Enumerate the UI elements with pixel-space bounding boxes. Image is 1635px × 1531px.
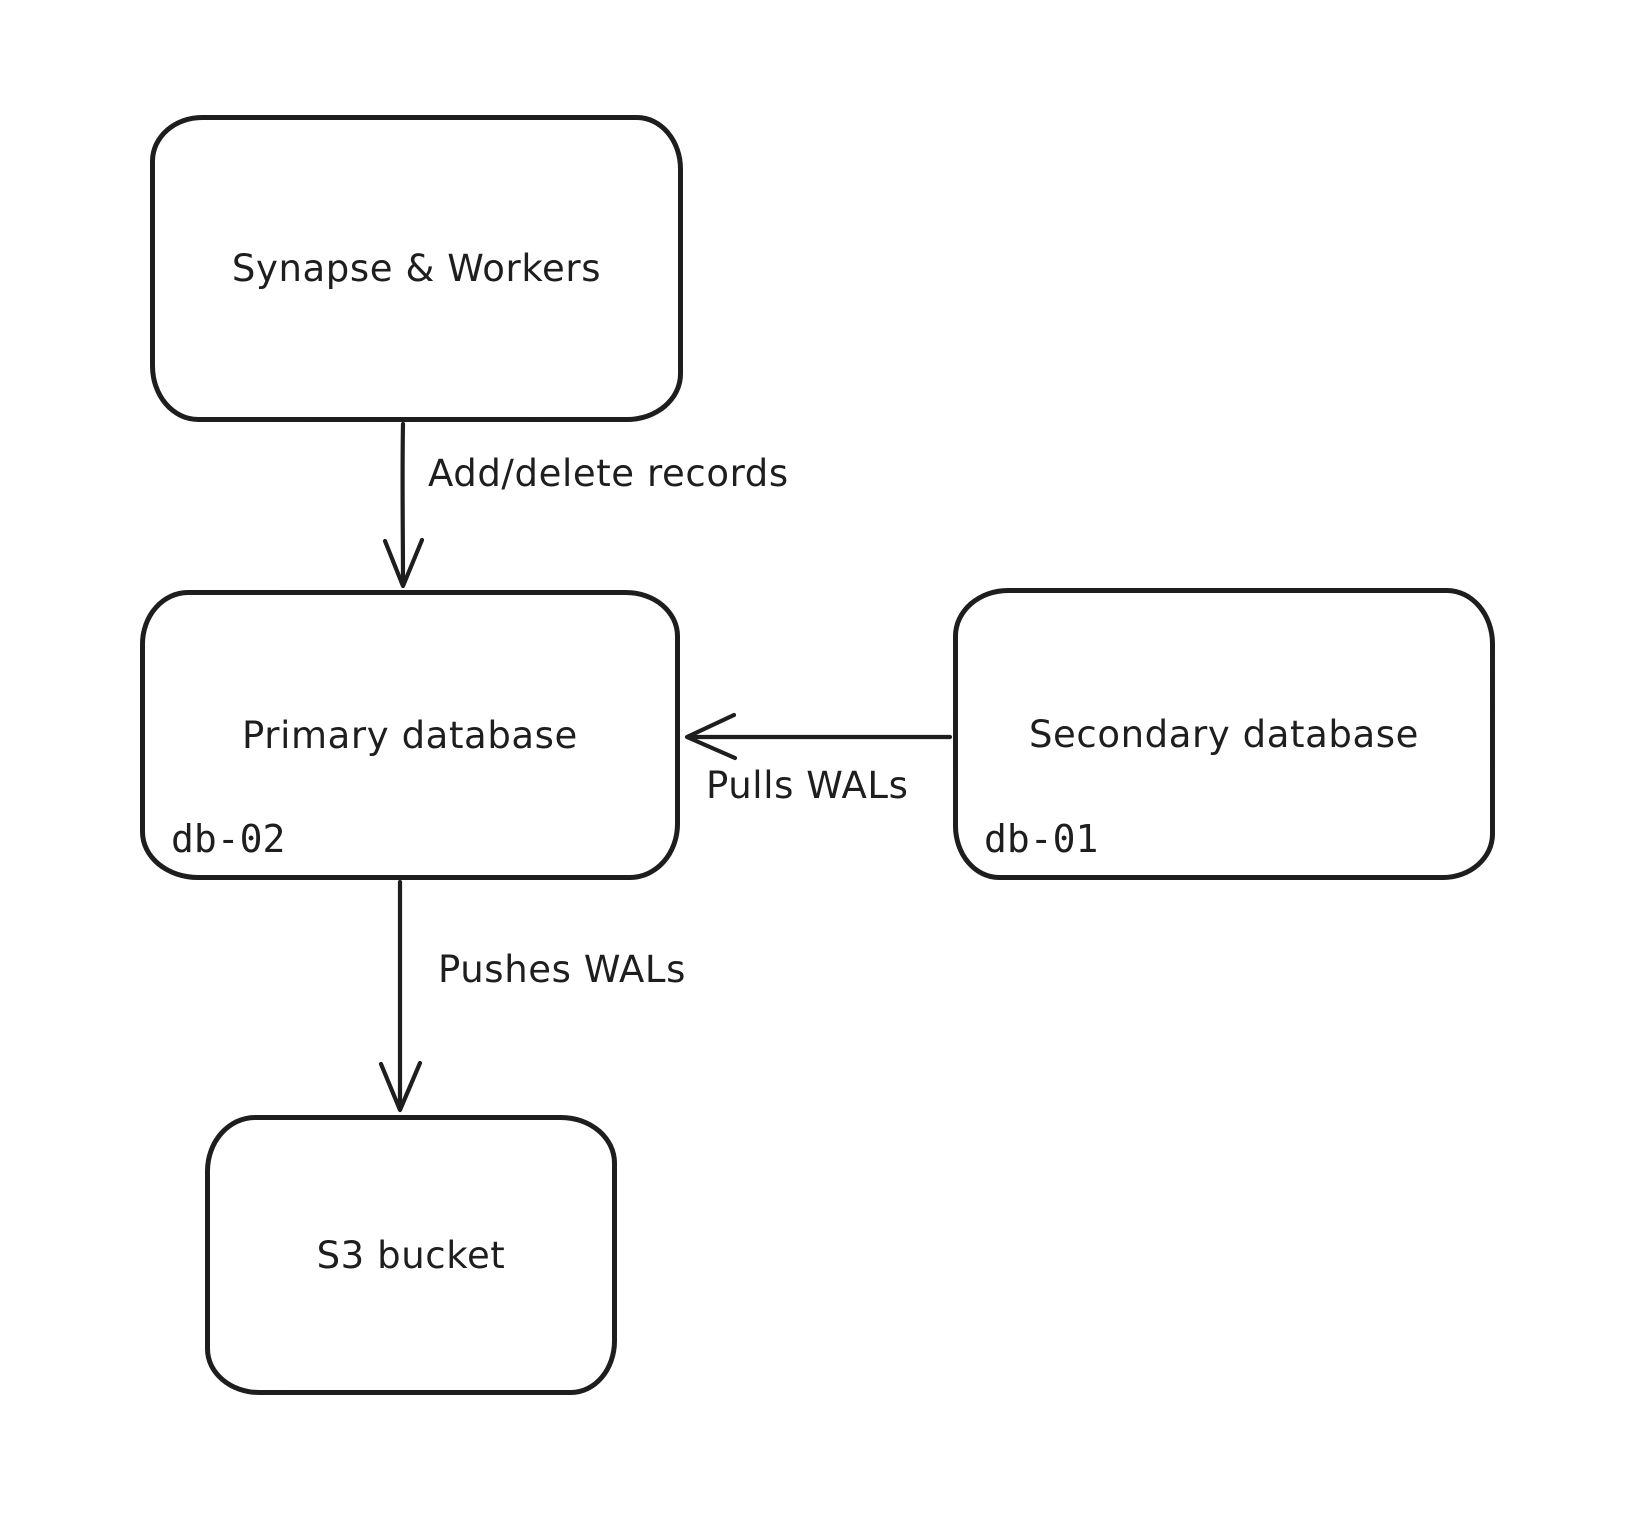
node-synapse-workers: Synapse & Workers [150,115,683,422]
node-label: Secondary database [1028,712,1420,756]
arrow-head-down-icon [378,1060,423,1113]
node-secondary-database: Secondary database db-01 [953,588,1495,880]
node-label: Primary database [242,713,578,757]
node-hostname-label: db-01 [984,817,1099,861]
edge-label-pulls-wals: Pulls WALs [706,764,909,807]
node-hostname-label: db-02 [171,817,286,861]
edge-label-pushes-wals: Pushes WALs [438,948,687,991]
node-s3-bucket: S3 bucket [205,1115,617,1395]
arrow-head-down-icon [382,537,425,589]
edge-label-add-delete-records: Add/delete records [428,452,789,495]
arrow-head-left-icon [684,712,738,761]
arrow-pushes-wals [378,879,423,1113]
node-label: Synapse & Workers [231,247,602,290]
node-label: S3 bucket [316,1233,506,1277]
arrow-pulls-wals [684,712,953,761]
node-primary-database: Primary database db-02 [140,590,680,880]
arrow-add-delete-records [382,421,425,589]
